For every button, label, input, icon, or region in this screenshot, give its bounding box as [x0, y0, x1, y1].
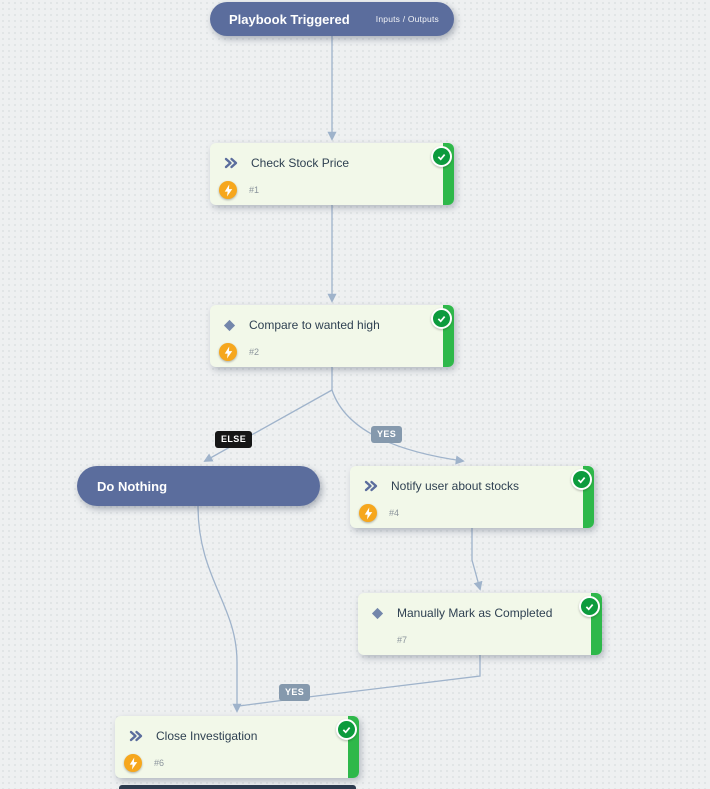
- completed-check-icon: [336, 719, 357, 740]
- yes-bottom-branch-label: YES: [279, 684, 311, 701]
- task-status-bar: [443, 143, 454, 205]
- completed-check-icon: [431, 146, 452, 167]
- double-chevron-icon: [128, 729, 143, 743]
- task-node-check-stock-price[interactable]: Check Stock Price #1: [210, 143, 454, 205]
- task-node-manually-mark-as-completed[interactable]: Manually Mark as Completed #7: [358, 593, 602, 655]
- do-nothing-node[interactable]: Do Nothing: [77, 466, 320, 506]
- task-number: #1: [249, 185, 260, 195]
- diamond-icon: [371, 607, 384, 620]
- task-node-notify-user-about-stocks[interactable]: Notify user about stocks #4: [350, 466, 594, 528]
- task-status-bar: [348, 716, 359, 778]
- task-number: #4: [389, 508, 400, 518]
- playbook-trigger-node[interactable]: Playbook Triggered Inputs / Outputs: [210, 2, 454, 36]
- completed-check-icon: [579, 596, 600, 617]
- diamond-icon: [223, 319, 236, 332]
- task-status-bar: [443, 305, 454, 367]
- task-number: #6: [154, 758, 165, 768]
- lightning-icon: [219, 343, 237, 361]
- task-status-bar: [591, 593, 602, 655]
- completed-check-icon: [431, 308, 452, 329]
- task-node-compare-to-wanted-high[interactable]: Compare to wanted high #2: [210, 305, 454, 367]
- yes-branch-label: YES: [371, 426, 403, 443]
- task-title: Check Stock Price: [251, 156, 350, 170]
- task-number: #7: [397, 635, 408, 645]
- task-node-close-investigation[interactable]: Close Investigation #6: [115, 716, 359, 778]
- edge-do-nothing-to-close: [197, 505, 242, 713]
- completed-check-icon: [571, 469, 592, 490]
- task-title: Close Investigation: [156, 729, 258, 743]
- double-chevron-icon: [223, 156, 238, 170]
- task-number: #2: [249, 347, 260, 357]
- task-title: Manually Mark as Completed: [397, 606, 553, 620]
- inputs-outputs-link[interactable]: Inputs / Outputs: [375, 14, 439, 24]
- edge-notify-to-manual-mark: [471, 528, 483, 591]
- task-title: Compare to wanted high: [249, 318, 380, 332]
- lightning-icon: [219, 181, 237, 199]
- double-chevron-icon: [363, 479, 378, 493]
- lightning-icon: [359, 504, 377, 522]
- do-nothing-title: Do Nothing: [97, 478, 168, 494]
- else-branch-label: ELSE: [215, 431, 253, 448]
- trigger-title: Playbook Triggered: [229, 11, 350, 27]
- task-title: Notify user about stocks: [391, 479, 520, 493]
- lightning-icon: [124, 754, 142, 772]
- cutoff-node-bottom[interactable]: [119, 785, 356, 789]
- task-status-bar: [583, 466, 594, 528]
- edge-else-to-do-nothing: [203, 389, 333, 462]
- edge-manual-mark-yes-join: [238, 655, 481, 707]
